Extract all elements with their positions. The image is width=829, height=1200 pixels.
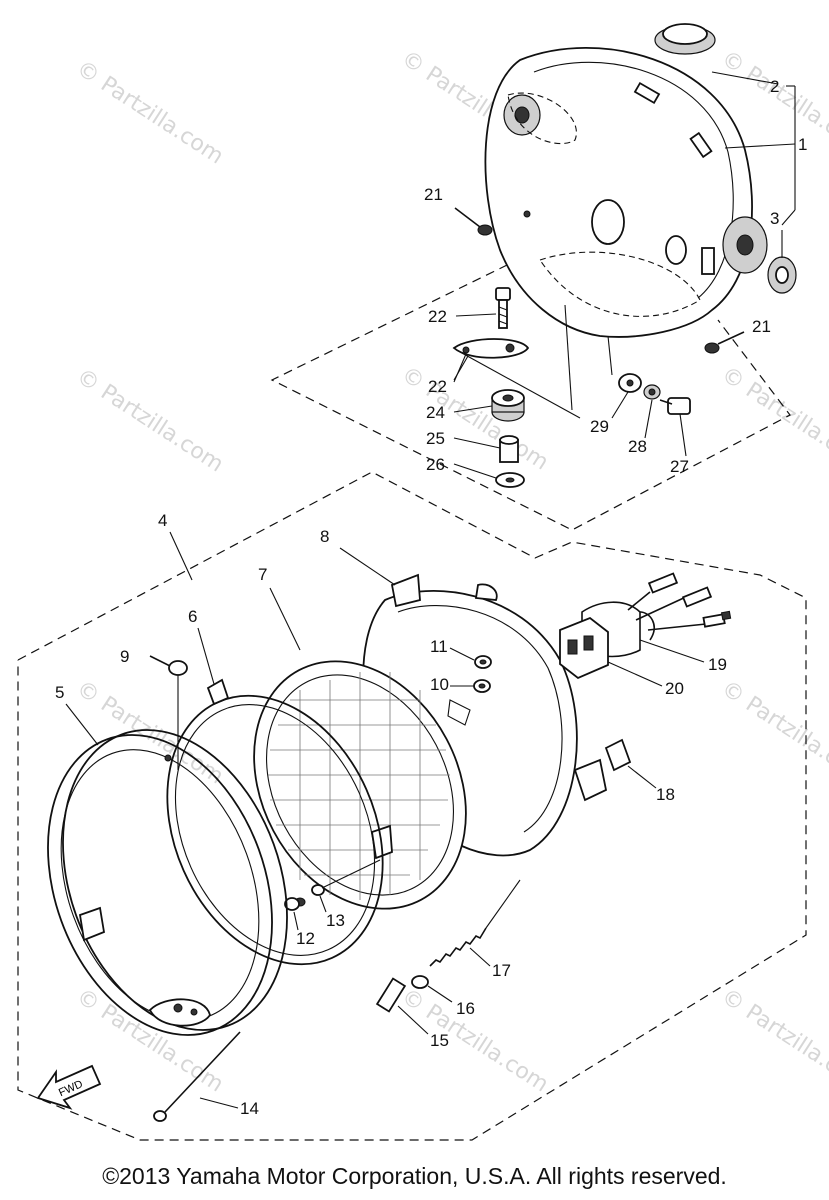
leader-line xyxy=(269,587,301,651)
leader-line xyxy=(453,437,501,449)
callout-layer: 1 2 3 21 21 22 4 5 6 7 8 9 10 11 12 13 14 15 16 17 18 1… xyxy=(55,71,807,1118)
leader-line xyxy=(644,399,653,439)
screw xyxy=(704,331,745,354)
leader-line xyxy=(169,531,193,581)
grommet xyxy=(767,256,797,294)
callout-8: 8 xyxy=(320,527,329,546)
leader-line xyxy=(453,353,467,383)
socket-cord xyxy=(581,572,732,658)
watermark: © Partzilla.com xyxy=(72,364,228,477)
copyright-notice: ©2013 Yamaha Motor Corporation, U.S.A. A… xyxy=(102,1163,727,1189)
callout-10: 10 xyxy=(430,675,449,694)
watermark: © Partzilla.com xyxy=(72,56,228,169)
leader-line xyxy=(679,413,687,457)
callout-1: 1 xyxy=(798,135,807,154)
nut xyxy=(473,679,491,693)
callout-12: 12 xyxy=(296,929,315,948)
callout-13: 13 xyxy=(326,911,345,930)
callout-2: 2 xyxy=(770,77,779,96)
clip xyxy=(604,738,632,772)
leader-line xyxy=(397,1005,429,1035)
leader-line xyxy=(293,911,299,931)
callout-11: 11 xyxy=(430,637,448,656)
leader-line xyxy=(319,895,327,913)
bolt xyxy=(659,397,691,415)
leader-line xyxy=(639,639,705,663)
watermark: © Partzilla.com xyxy=(717,362,829,475)
headlight-housing xyxy=(484,47,768,411)
leader-line xyxy=(453,405,493,413)
callout-27: 27 xyxy=(670,457,689,476)
grommet-cap xyxy=(654,23,716,55)
nut xyxy=(643,384,661,400)
nut xyxy=(411,975,429,989)
leader-line xyxy=(611,391,629,419)
lens-pattern xyxy=(268,672,450,900)
long-screw xyxy=(153,1031,241,1122)
callout-25: 25 xyxy=(426,429,445,448)
callout-3: 3 xyxy=(770,209,779,228)
callout-26: 26 xyxy=(426,455,445,474)
collar xyxy=(499,435,519,463)
callout-28: 28 xyxy=(628,437,647,456)
callout-21: 21 xyxy=(424,185,443,204)
bracket xyxy=(452,338,581,419)
bolt xyxy=(495,287,511,329)
washer xyxy=(495,472,525,488)
callout-6: 6 xyxy=(188,607,197,626)
bulb-socket xyxy=(559,616,609,680)
leader-line xyxy=(339,547,396,586)
callout-29: 29 xyxy=(590,417,609,436)
watermark: © Partzilla.com xyxy=(72,676,228,789)
callout-18: 18 xyxy=(656,785,675,804)
callout-4: 4 xyxy=(158,511,167,530)
callout-15: 15 xyxy=(430,1031,449,1050)
callout-14: 14 xyxy=(240,1099,259,1118)
callout-24: 24 xyxy=(426,403,445,422)
callout-19: 19 xyxy=(708,655,727,674)
callout-9: 9 xyxy=(120,647,129,666)
leader-line xyxy=(469,947,491,967)
callout-20: 20 xyxy=(665,679,684,698)
callout-7: 7 xyxy=(258,565,267,584)
fwd-arrow: FWD xyxy=(36,1064,102,1110)
callout-21: 21 xyxy=(752,317,771,336)
leader-line xyxy=(607,661,663,687)
callout-5: 5 xyxy=(55,683,64,702)
callout-17: 17 xyxy=(492,961,511,980)
spring xyxy=(429,879,521,967)
sealed-beam-unit xyxy=(253,660,467,910)
nut xyxy=(311,859,381,896)
watermark: © Partzilla.com xyxy=(717,984,829,1097)
watermark: © Partzilla.com xyxy=(717,676,829,789)
leader-line xyxy=(197,627,215,685)
nut xyxy=(474,655,492,669)
collar xyxy=(375,977,407,1013)
leader-line xyxy=(65,703,99,746)
damper xyxy=(491,389,525,422)
leader-line xyxy=(199,1097,239,1109)
callout-22: 22 xyxy=(428,377,447,396)
screw xyxy=(284,897,300,911)
watermark: © Partzilla.com xyxy=(397,362,553,475)
callout-16: 16 xyxy=(456,999,475,1018)
assembly-outline-lower xyxy=(17,471,807,1141)
leader-line xyxy=(627,765,657,789)
screw xyxy=(149,655,188,770)
callout-23: 22 xyxy=(428,307,447,326)
outer-rim xyxy=(47,729,288,1036)
leader-line xyxy=(453,463,497,479)
screw xyxy=(454,207,493,236)
washer xyxy=(618,373,642,393)
leader-line xyxy=(427,985,453,1003)
leader-line xyxy=(449,647,475,661)
